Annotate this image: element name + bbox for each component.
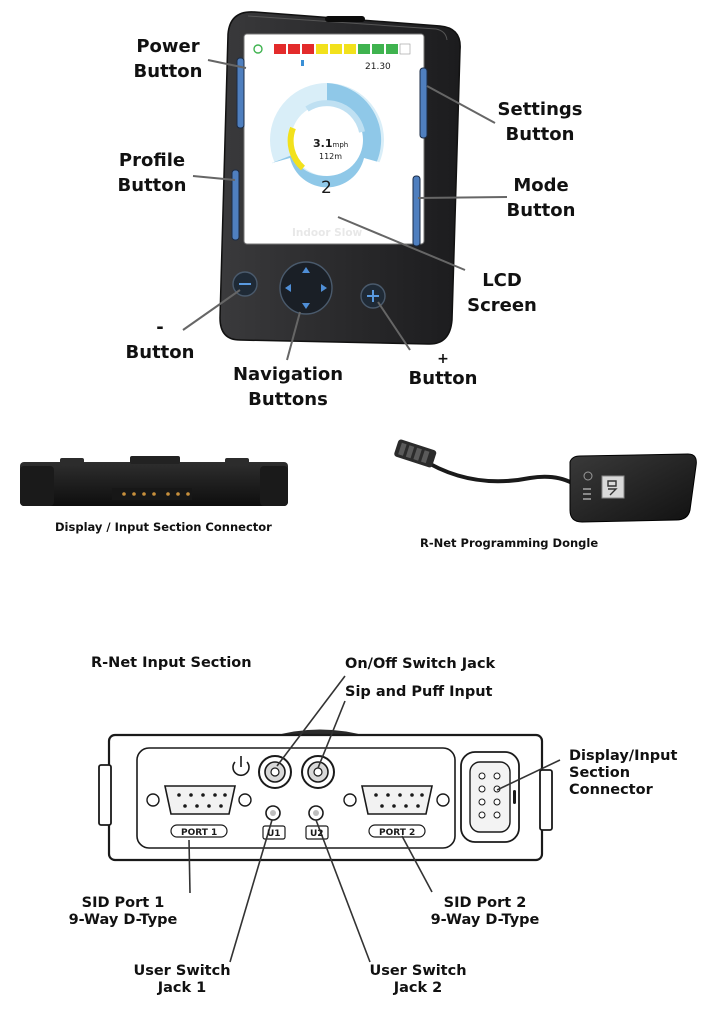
sid-port1-line1: SID Port 1 <box>81 895 165 911</box>
plus-label-line1: + <box>437 351 449 367</box>
user-jack1-line2: Jack 1 <box>157 980 207 996</box>
sip-puff-label: Sip and Puff Input <box>345 684 493 700</box>
navigation-label-line1: Navigation <box>232 364 344 385</box>
user-jack2-line1: User Switch <box>369 963 467 979</box>
display-connector-caption: Display / Input Section Connector <box>55 520 272 534</box>
speed-unit: mph <box>333 141 349 149</box>
power-status-icon <box>253 44 263 54</box>
controller-device <box>219 11 461 345</box>
dongle-caption: R-Net Programming Dongle <box>420 536 599 550</box>
minus-label-line2: Button <box>125 342 195 363</box>
bluetooth-icon <box>301 60 304 66</box>
user-jack1-label: User Switch Jack 1 <box>130 963 234 997</box>
speed-reading: 3.1mph <box>313 137 348 150</box>
navigation-buttons-label: Navigation Buttons <box>227 362 349 412</box>
nav-down-icon[interactable] <box>302 303 310 309</box>
onoff-jack-label: On/Off Switch Jack <box>345 656 496 672</box>
profile-button[interactable] <box>231 169 240 241</box>
speed-value: 3.1 <box>313 137 333 150</box>
sid-port-1[interactable] <box>146 785 252 838</box>
settings-button[interactable] <box>419 67 428 139</box>
user-jack2-label: User Switch Jack 2 <box>366 963 470 997</box>
sid-port1-line2: 9-Way D-Type <box>68 912 178 928</box>
power-button[interactable] <box>236 57 245 129</box>
battery-gauge <box>274 43 411 55</box>
sid-port2-label: SID Port 2 9-Way D-Type <box>420 895 550 929</box>
distance-reading: 112m <box>319 152 342 161</box>
profile-label-line2: Button <box>117 175 187 196</box>
mode-label-line1: Mode <box>513 175 569 196</box>
speed-level: 2 <box>321 178 332 198</box>
power-symbol-icon <box>232 756 250 777</box>
power-label-line2: Button <box>133 61 203 82</box>
panel-u1-label: U1 <box>267 829 281 839</box>
display-input-section-socket[interactable] <box>460 751 520 843</box>
odometer-reading: 21.30 <box>365 62 391 72</box>
mode-label-line2: Button <box>506 200 576 221</box>
panel-port1-label: PORT 1 <box>181 828 217 838</box>
profile-label-line1: Profile <box>118 150 186 171</box>
profile-button-label: Profile Button <box>111 148 193 198</box>
programming-dongle-image <box>394 439 697 523</box>
display-connector-line2: Section <box>569 765 631 781</box>
sid-port1-label: SID Port 1 9-Way D-Type <box>58 895 188 929</box>
sip-and-puff-input[interactable] <box>301 755 335 789</box>
display-connector-label: Display/Input Section Connector <box>569 748 677 799</box>
settings-label-line1: Settings <box>497 99 583 120</box>
speedometer <box>270 83 384 206</box>
power-button-label: Power Button <box>128 34 208 84</box>
controller-leader-lines <box>182 59 508 361</box>
input-section-panel <box>98 729 553 862</box>
navigation-label-line2: Buttons <box>248 389 328 410</box>
plus-button[interactable] <box>360 283 386 309</box>
display-connector-line1: Display/Input <box>569 748 678 764</box>
lcd-label-line2: Screen <box>467 295 537 316</box>
on-off-switch-jack[interactable] <box>258 755 292 789</box>
mode-button-label: Mode Button <box>495 173 587 223</box>
panel-port2-label: PORT 2 <box>379 828 415 838</box>
lcd-screen-label: LCD Screen <box>462 268 542 318</box>
settings-button-label: Settings Button <box>494 97 586 147</box>
panel-u2-label: U2 <box>310 829 324 839</box>
plus-label-line2: Button <box>408 368 478 389</box>
nav-up-icon[interactable] <box>302 267 310 273</box>
navigation-buttons[interactable] <box>279 261 333 315</box>
sid-port-2[interactable] <box>343 785 450 838</box>
profile-name: Indoor Slow <box>292 227 363 239</box>
lcd-screen <box>243 33 425 245</box>
plus-button-label: + Button <box>403 352 483 391</box>
minus-button-label: - Button <box>120 315 200 365</box>
nav-right-icon[interactable] <box>321 284 327 292</box>
sid-port2-line1: SID Port 2 <box>443 895 527 911</box>
settings-label-line2: Button <box>505 124 575 145</box>
user-jack1-line1: User Switch <box>133 963 231 979</box>
input-leader-lines <box>188 675 561 963</box>
input-section-title: R-Net Input Section <box>91 655 252 671</box>
user-jack2-line2: Jack 2 <box>393 980 443 996</box>
minus-label-line1: - <box>156 317 164 338</box>
sid-port2-line2: 9-Way D-Type <box>430 912 540 928</box>
lcd-label-line1: LCD <box>482 270 522 291</box>
display-connector-line3: Connector <box>569 782 653 798</box>
mode-button[interactable] <box>412 175 421 247</box>
nav-left-icon[interactable] <box>285 284 291 292</box>
display-input-connector-image <box>20 456 288 506</box>
power-label-line1: Power <box>136 36 200 57</box>
